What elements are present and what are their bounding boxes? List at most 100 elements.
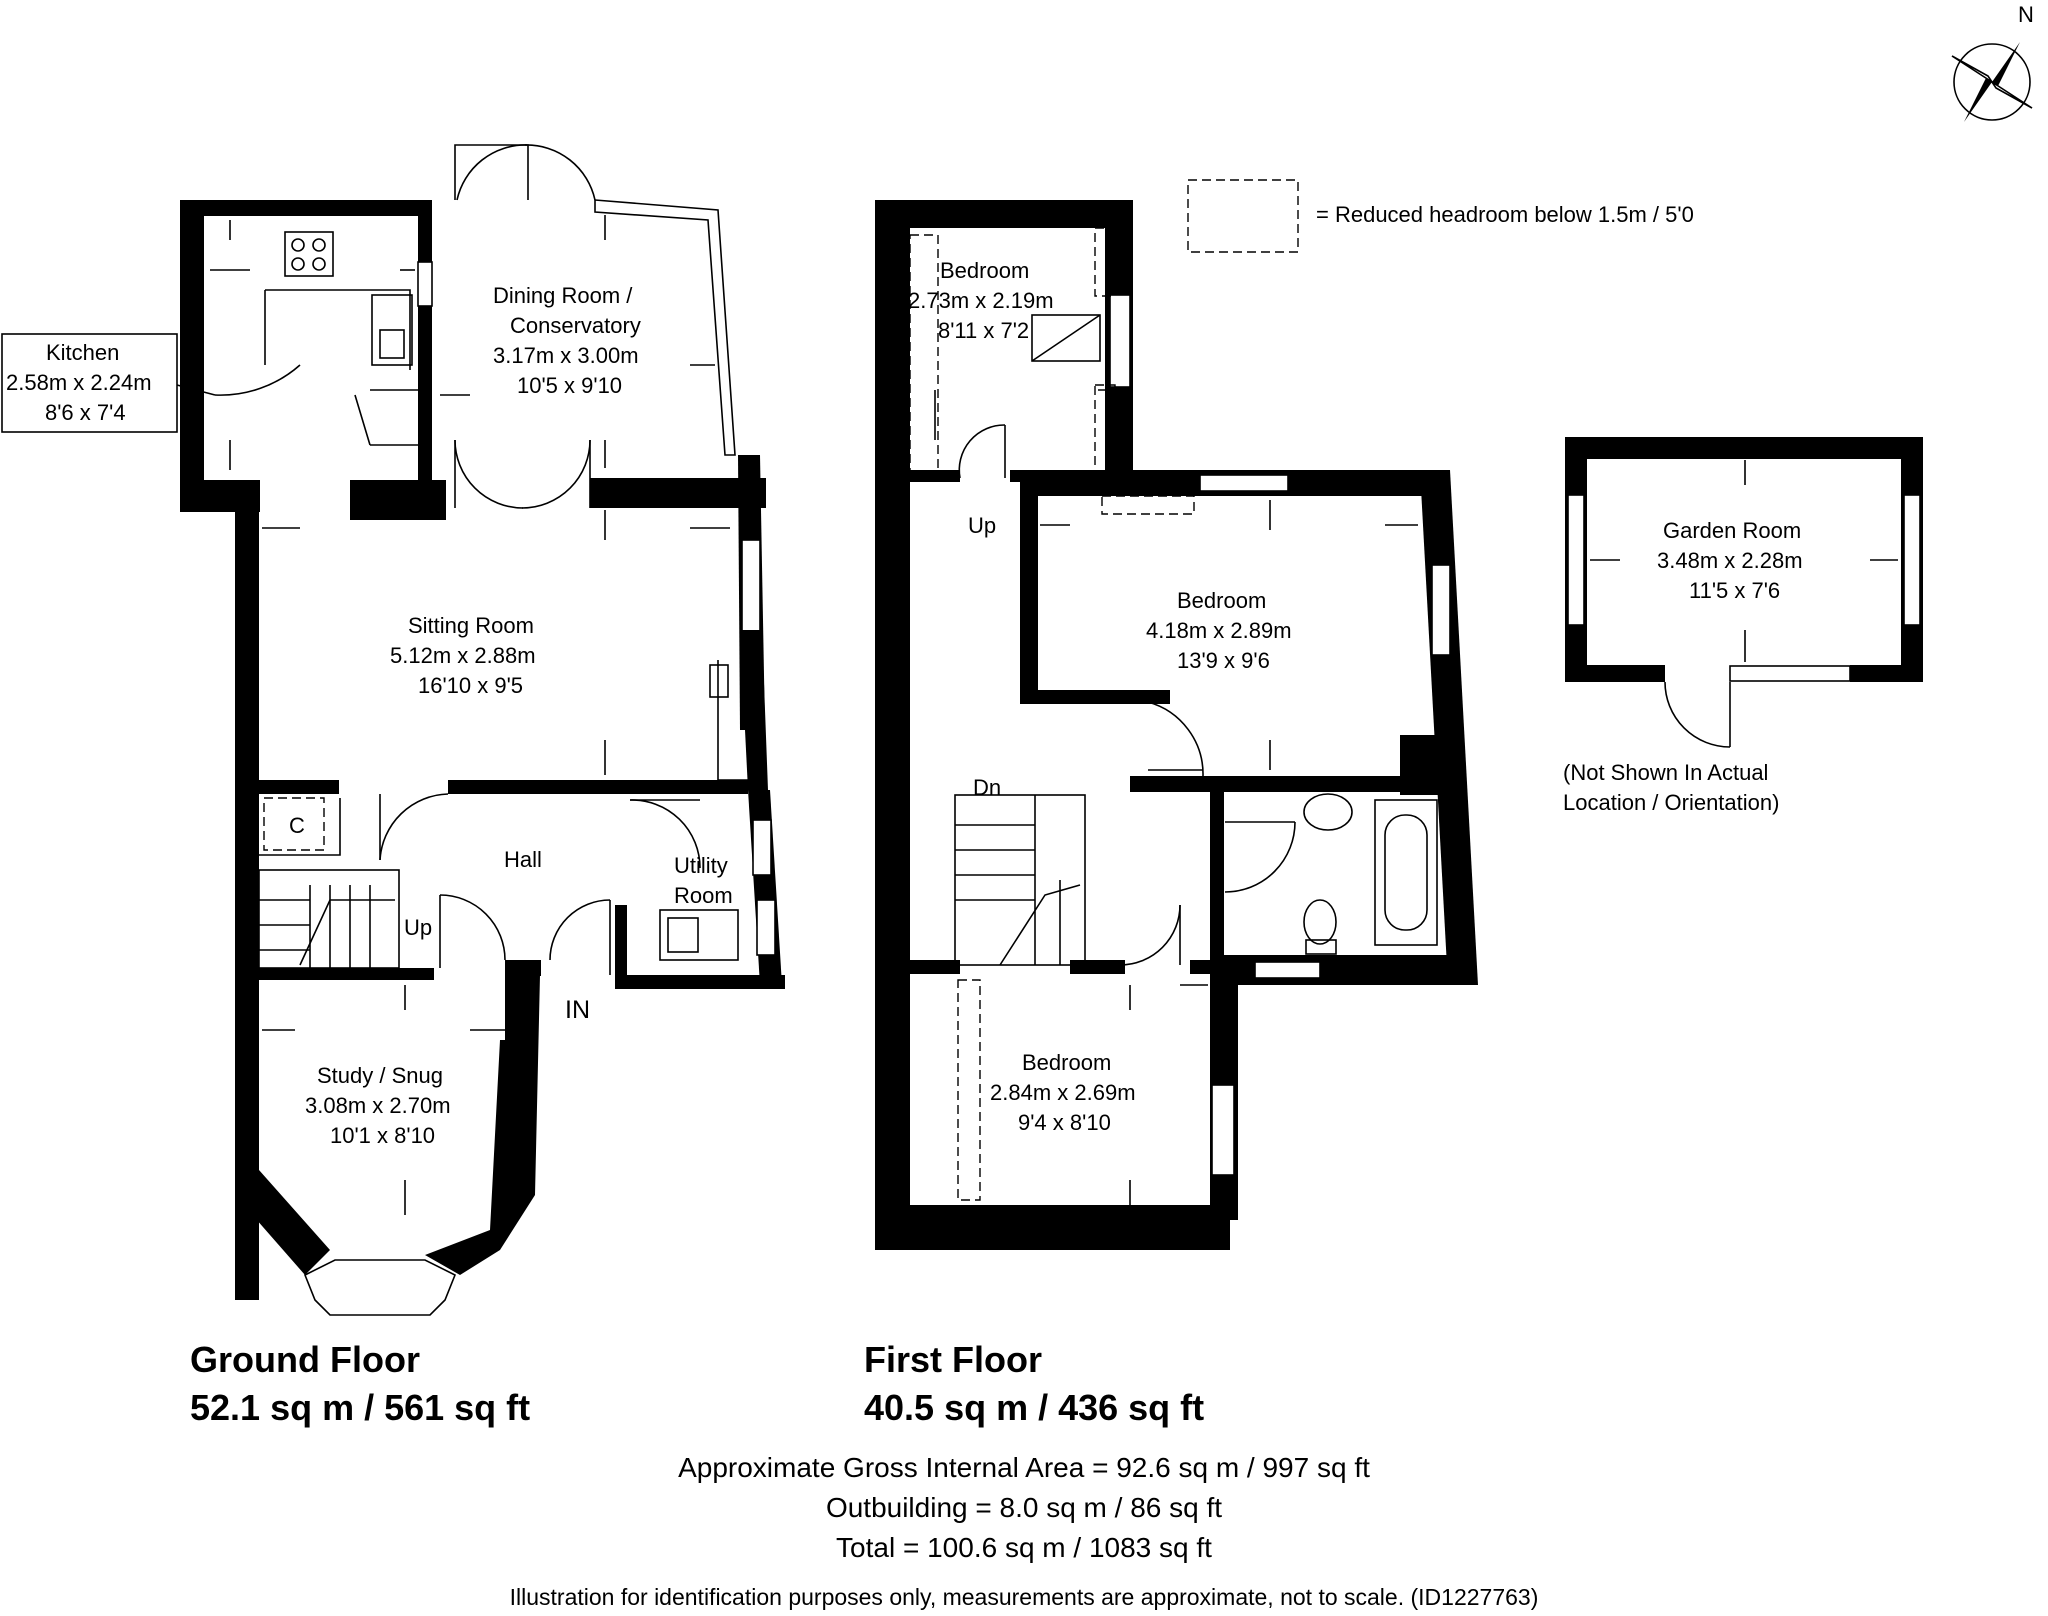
ff-third-bed-name: Bedroom <box>1022 1050 1111 1075</box>
french-door-frame-north <box>454 144 529 200</box>
ff-main-bed-side-window <box>1431 564 1451 656</box>
kitchen-imperial: 8'6 x 7'4 <box>45 400 126 425</box>
garden-door-swing <box>1664 681 1731 748</box>
study-name: Study / Snug <box>317 1063 443 1088</box>
cupboard-outline <box>263 797 325 851</box>
garden-east-window <box>1903 494 1921 626</box>
hall-name: Hall <box>504 847 542 872</box>
utility-sink-icon <box>659 909 739 961</box>
ground-up-label: Up <box>404 915 432 940</box>
first-floor-area: 40.5 sq m / 436 sq ft <box>864 1387 1204 1428</box>
ff-reduced-headroom-4 <box>1101 495 1195 515</box>
ff-third-bed-door-swing <box>1119 904 1181 966</box>
basin-icon <box>1303 793 1353 831</box>
ff-small-bed-door-swing <box>958 424 1006 479</box>
kitchen-sink-icon <box>371 294 413 366</box>
kitchen-appliance-edge <box>354 394 371 446</box>
ground-floor-title: Ground Floor <box>190 1339 420 1380</box>
kitchen-north-wall <box>180 200 432 216</box>
kitchen-worktop <box>265 289 411 370</box>
garden-note-line-2: Location / Orientation) <box>1563 790 1779 815</box>
ff-main-bed-imperial: 13'9 x 9'6 <box>1177 648 1270 673</box>
ff-reduced-headroom-1 <box>909 234 939 476</box>
garden-room-imperial: 11'5 x 7'6 <box>1689 578 1780 603</box>
ff-up-label: Up <box>968 513 996 538</box>
ff-bathroom-window <box>1254 961 1321 979</box>
ground-staircase <box>258 869 400 969</box>
dining-name-1: Dining Room / <box>493 283 633 308</box>
cupboard-wall <box>259 798 341 856</box>
french-door-swing-left <box>456 144 528 201</box>
sitting-east-wall-lower <box>740 630 768 790</box>
ff-reduced-headroom-5 <box>957 979 981 1201</box>
ff-main-bed-south-wall <box>1020 690 1170 704</box>
french-door-swing-right <box>524 144 596 201</box>
first-floor-plan <box>875 200 1478 1250</box>
garden-note-line-1: (Not Shown In Actual <box>1563 760 1768 785</box>
conservatory-glazing <box>594 199 736 456</box>
sitting-metric: 5.12m x 2.88m <box>390 643 536 668</box>
legend-headroom-box <box>1187 179 1299 253</box>
ff-small-bed-name: Bedroom <box>940 258 1029 283</box>
study-west-wall <box>235 975 330 1275</box>
bath-icon <box>1374 799 1438 946</box>
ff-east-wall <box>1420 470 1478 985</box>
utility-south-wall <box>615 975 785 989</box>
dining-south-wall <box>590 478 766 508</box>
ground-floor-area: 52.1 sq m / 561 sq ft <box>190 1387 530 1428</box>
ff-third-bed-north-wall-1 <box>910 960 960 974</box>
utility-name-1: Utility <box>674 853 728 878</box>
garden-north-wall <box>1565 437 1923 459</box>
cupboard-label: C <box>289 813 305 838</box>
study-imperial: 10'1 x 8'10 <box>330 1123 435 1148</box>
garden-room-plan <box>1565 437 1923 748</box>
hall-north-wall <box>448 780 748 794</box>
compass-north-label: N <box>2018 2 2034 27</box>
utility-window-1 <box>752 819 772 876</box>
sitting-name: Sitting Room <box>408 613 534 638</box>
ff-third-bed-north-wall-2 <box>1070 960 1125 974</box>
utility-window-2 <box>756 899 776 956</box>
summary-gross: Approximate Gross Internal Area = 92.6 s… <box>678 1452 1370 1483</box>
summary-total: Total = 100.6 sq m / 1083 sq ft <box>836 1532 1212 1563</box>
dining-metric: 3.17m x 3.00m <box>493 343 639 368</box>
ff-small-bed-metric: 2.73m x 2.19m <box>908 288 1054 313</box>
ff-bathroom-west-wall <box>1210 792 1224 962</box>
ff-bathroom-south-wall <box>1210 955 1475 985</box>
ff-bathroom-door-swing <box>1224 821 1296 893</box>
first-floor-title: First Floor <box>864 1339 1042 1380</box>
ff-bathroom-north-wall <box>1130 776 1450 792</box>
kitchen-metric: 2.58m x 2.24m <box>6 370 152 395</box>
ff-roof-light <box>1031 314 1101 362</box>
entrance-door-swing <box>549 899 611 961</box>
hall-door-swing-study <box>439 894 506 961</box>
kitchen-window <box>417 261 433 307</box>
garden-room-name: Garden Room <box>1663 518 1801 543</box>
sitting-window <box>741 539 761 636</box>
study-east-wall <box>425 975 540 1275</box>
dining-door-swing-right <box>521 439 591 509</box>
ff-small-bed-south-wall <box>910 470 960 482</box>
ff-down-label: Dn <box>973 775 1001 800</box>
legend-text: = Reduced headroom below 1.5m / 5'0 <box>1316 202 1694 227</box>
ground-floor-plan <box>180 144 785 1316</box>
ff-third-bed-window <box>1211 1084 1235 1176</box>
sitting-imperial: 16'10 x 9'5 <box>418 673 523 698</box>
compass-icon <box>1951 42 2033 122</box>
dimension-arrows <box>210 215 1898 1215</box>
hall-south-wall <box>259 968 434 980</box>
hall-door-swing-sitting <box>379 793 449 861</box>
kitchen-appliance <box>370 389 421 446</box>
ff-main-bed-name: Bedroom <box>1177 588 1266 613</box>
garden-south-window <box>1729 665 1851 682</box>
ff-main-bed-window <box>1199 474 1289 492</box>
dining-name-2: Conservatory <box>510 313 641 338</box>
ff-reduced-headroom-2 <box>1094 227 1112 297</box>
entrance-jamb <box>505 960 541 976</box>
kitchen-label-box <box>1 333 178 433</box>
ff-main-bed-west-wall <box>1020 470 1038 702</box>
toilet-icon <box>1303 899 1337 945</box>
study-metric: 3.08m x 2.70m <box>305 1093 451 1118</box>
kitchen-chimney <box>350 480 446 520</box>
ff-main-bed-door-swing <box>1147 701 1204 777</box>
